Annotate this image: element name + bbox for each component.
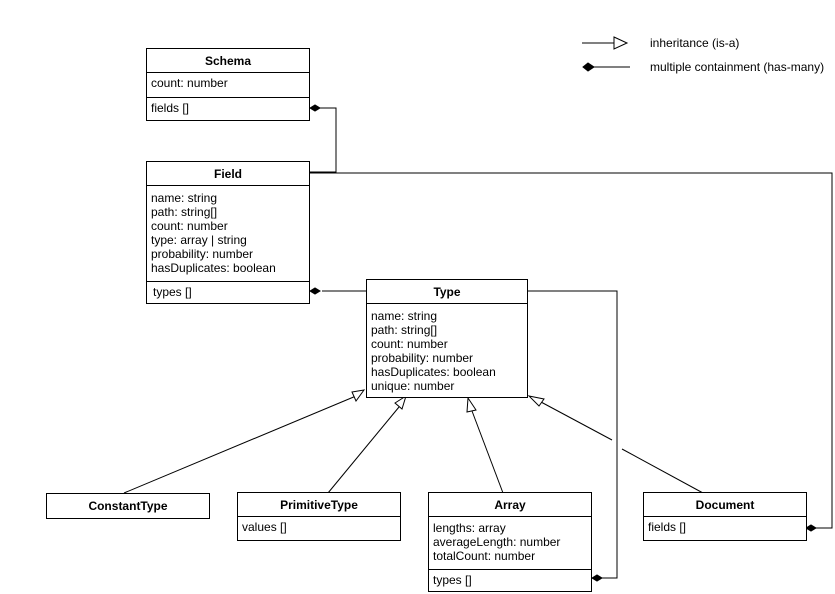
type-class-box[interactable]: Type name: string path: string[] count: … [366,279,528,398]
primitivetype-inheritance-line [327,406,400,494]
array-attribute: totalCount: number [433,549,536,563]
schema-relation: fields [] [151,101,190,115]
constanttype-class-box[interactable]: ConstantType [46,493,210,519]
document-arrowhead [527,395,545,407]
array-inheritance-line [471,410,504,494]
schema-attribute: count: number [151,76,228,90]
array-attribute: averageLength: number [433,535,561,549]
constanttype-class-name: ConstantType [88,499,168,513]
type-attribute: probability: number [371,351,474,365]
type-attribute: path: string[] [371,323,438,337]
array-class-name: Array [429,493,591,517]
document-fields-connector [310,172,833,529]
field-attribute: path: string[] [151,205,218,219]
document-inheritance-line-a [540,401,613,441]
type-class-name: Type [367,280,527,304]
field-relation: types [] [153,285,192,299]
type-attribute: name: string [371,309,438,323]
field-class-name: Field [147,162,309,186]
legend-containment-diamond [582,62,595,72]
array-attribute: lengths: array [433,521,506,535]
field-attribute: probability: number [151,247,254,261]
array-types-connector [528,290,618,579]
schema-class-box[interactable]: Schema count: number fields [] [146,48,310,121]
constanttype-inheritance-line [123,395,357,494]
field-attribute: count: number [151,219,228,233]
document-attribute: fields [] [648,520,687,534]
document-inheritance-line-b [621,448,704,494]
schema-fields-connector [310,107,337,173]
schema-fields-diamond [309,104,321,112]
field-class-box[interactable]: Field name: string path: string[] count:… [146,161,310,304]
constanttype-arrowhead [351,389,366,402]
array-types-diamond [591,574,603,582]
array-relation: types [] [433,573,472,587]
legend-containment-label: multiple containment (has-many) [650,60,825,74]
document-class-name: Document [644,493,806,517]
field-attribute: name: string [151,191,218,205]
field-attribute: type: array | string [151,233,247,247]
schema-class-name: Schema [147,49,309,73]
primitivetype-attribute: values [] [242,520,287,534]
primitivetype-class-box[interactable]: PrimitiveType values [] [237,492,401,541]
field-attribute: hasDuplicates: boolean [151,261,276,275]
field-types-diamond [309,287,321,295]
type-attribute: unique: number [371,379,455,393]
type-attribute: count: number [371,337,448,351]
primitivetype-arrowhead [394,394,407,410]
legend-inheritance-label: inheritance (is-a) [650,36,740,50]
legend-inheritance-arrowhead [613,36,629,50]
type-attribute: hasDuplicates: boolean [371,365,496,379]
document-class-box[interactable]: Document fields [] [643,492,807,541]
array-class-box[interactable]: Array lengths: array averageLength: numb… [428,492,592,592]
document-fields-diamond [805,524,817,532]
array-arrowhead [466,396,477,413]
primitivetype-class-name: PrimitiveType [238,493,400,517]
